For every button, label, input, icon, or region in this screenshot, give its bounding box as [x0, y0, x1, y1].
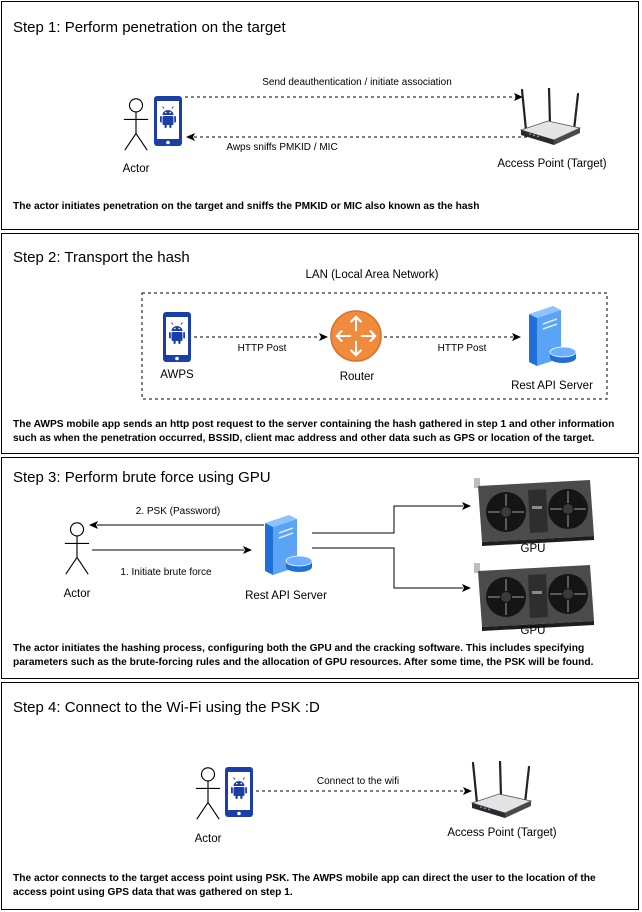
- step4-title: Step 4: Connect to the Wi-Fi using the P…: [13, 699, 320, 716]
- step2-description: The AWPS mobile app sends an http post r…: [13, 419, 615, 444]
- step3-actor-label: Actor: [63, 588, 91, 600]
- step4-description: The actor connects to the target access …: [13, 873, 596, 898]
- gpu-icon: [472, 561, 596, 631]
- step2-server-label: Rest API Server: [511, 380, 593, 392]
- step1-description: The actor initiates penetration on the t…: [13, 201, 480, 212]
- wifi-access-point-icon: [518, 88, 582, 148]
- wifi-access-point-icon: [469, 761, 533, 821]
- server-icon: [257, 513, 313, 577]
- step3-panel: Step 3: Perform brute force using GPU Ac…: [1, 457, 639, 679]
- step1-actor-label: Actor: [122, 163, 150, 175]
- awps-label: AWPS: [160, 369, 194, 381]
- step2-arrow1-label: HTTP Post: [237, 343, 287, 354]
- gpu1-label: GPU: [520, 543, 546, 555]
- step3-arrows: [89, 502, 471, 592]
- router-icon: [329, 309, 383, 363]
- gpu2-label: GPU: [520, 625, 546, 637]
- server-icon: [521, 304, 577, 368]
- step3-description: The actor initiates the hashing process,…: [13, 643, 594, 668]
- step3-title: Step 3: Perform brute force using GPU: [13, 469, 271, 486]
- step4-arrow-label: Connect to the wifi: [316, 776, 400, 787]
- step2-arrow2-label: HTTP Post: [437, 343, 487, 354]
- step2-title: Step 2: Transport the hash: [13, 249, 190, 266]
- lan-label: LAN (Local Area Network): [305, 269, 439, 281]
- step1-arrow-top-label: Send deauthentication / initiate associa…: [262, 77, 452, 88]
- step3-server-label: Rest API Server: [245, 590, 327, 602]
- step1-arrows: [185, 93, 527, 141]
- gpu-icon: [472, 476, 596, 546]
- step1-panel: Step 1: Perform penetration on the targe…: [1, 1, 639, 230]
- router-label: Router: [339, 371, 375, 383]
- android-phone-icon: [162, 311, 192, 363]
- brute-arrow-label: 1. Initiate brute force: [120, 567, 212, 578]
- step4-panel: Step 4: Connect to the Wi-Fi using the P…: [1, 682, 639, 910]
- step4-arrow: [256, 787, 472, 795]
- lan-boundary: [141, 292, 608, 400]
- psk-arrow-label: 2. PSK (Password): [135, 506, 221, 517]
- step1-ap-label: Access Point (Target): [497, 158, 607, 170]
- step4-actor-label: Actor: [194, 833, 222, 845]
- step2-panel: Step 2: Transport the hash LAN (Local Ar…: [1, 233, 639, 454]
- step1-arrow-bottom-label: Awps sniffs PMKID / MIC: [226, 142, 338, 153]
- step4-ap-label: Access Point (Target): [447, 827, 557, 839]
- step1-title: Step 1: Perform penetration on the targe…: [13, 19, 286, 36]
